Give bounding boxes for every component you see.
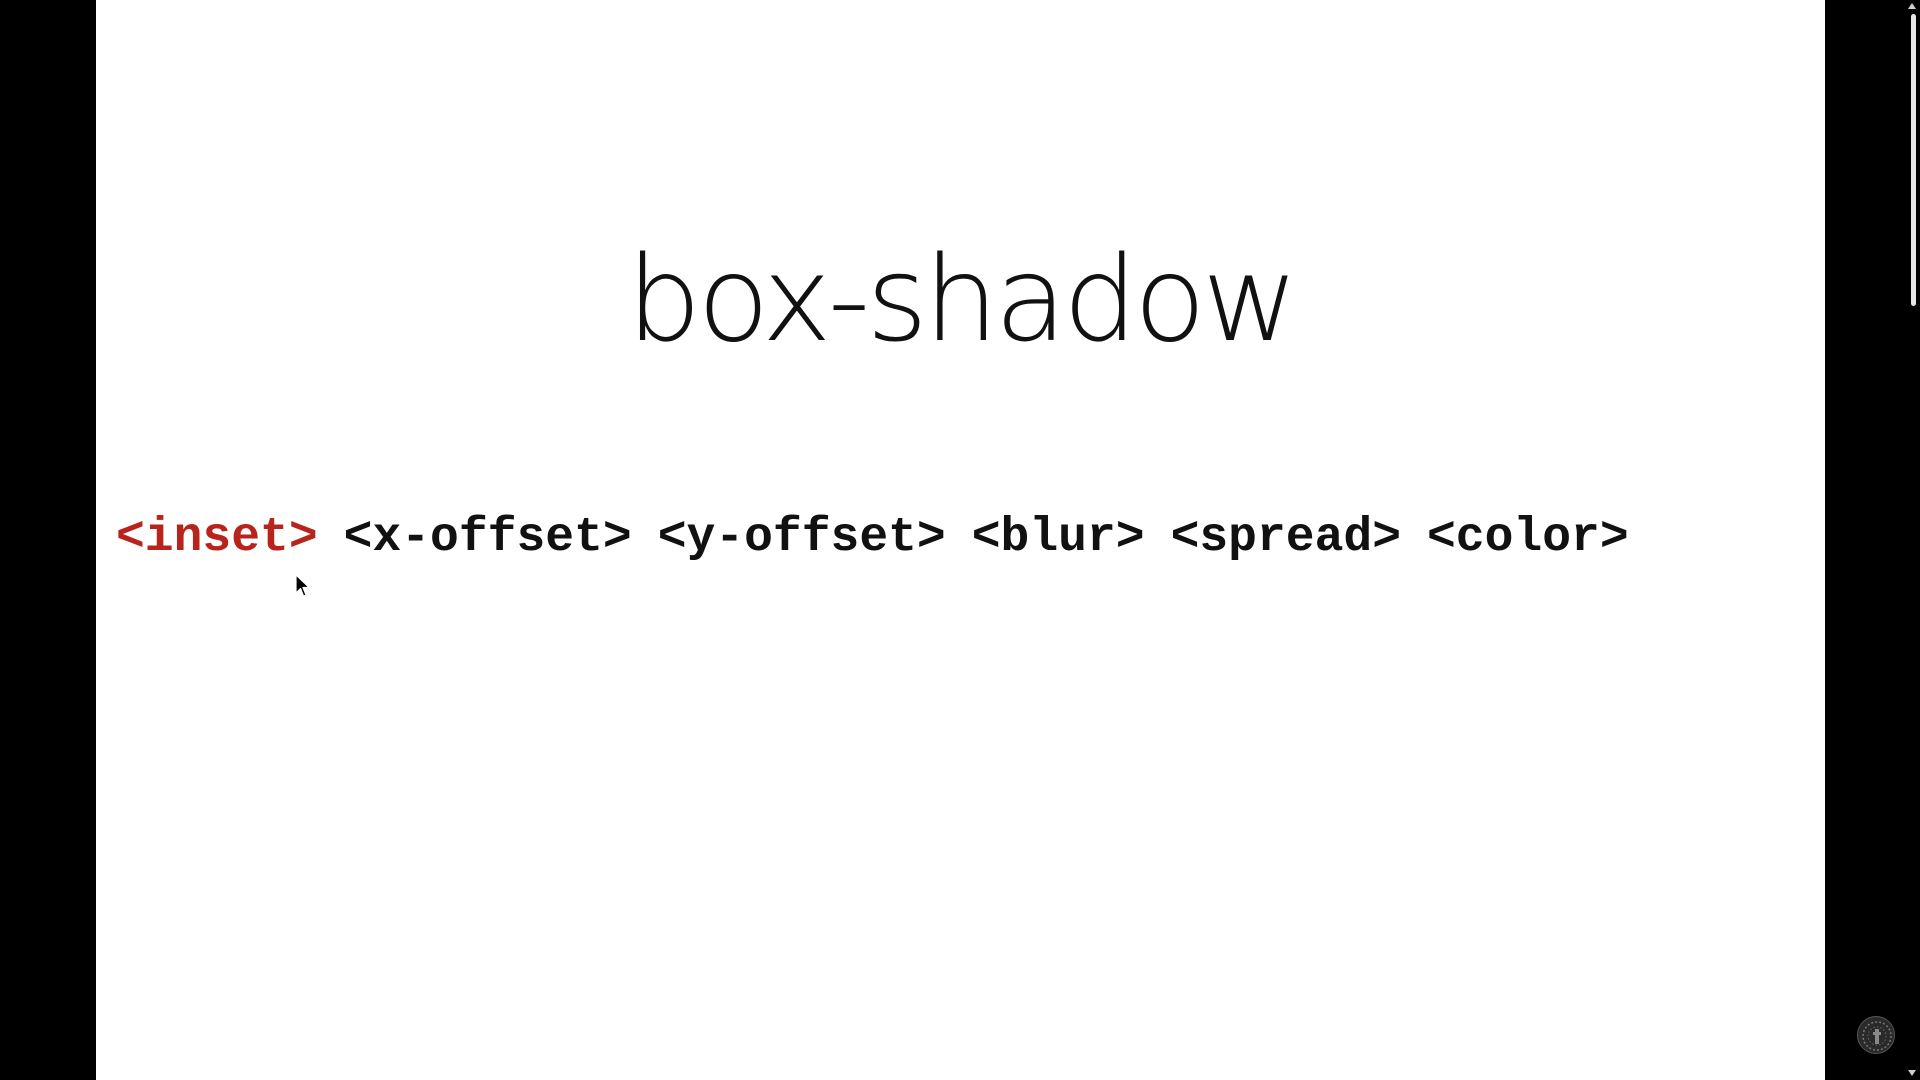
syntax-token-blur: <blur> bbox=[971, 511, 1145, 565]
syntax-token-inset: <inset> bbox=[116, 511, 318, 565]
syntax-line: <inset> <x-offset> <y-offset> <blur> <spread… bbox=[116, 514, 1816, 562]
scroll-up-arrow-icon[interactable] bbox=[1908, 3, 1916, 9]
slide-title: box-shadow bbox=[626, 230, 1298, 368]
scroll-down-arrow-icon[interactable] bbox=[1908, 1070, 1916, 1076]
channel-logo-icon bbox=[1857, 1016, 1895, 1054]
mouse-pointer-icon bbox=[295, 574, 310, 597]
letterbox-left bbox=[0, 0, 96, 1080]
syntax-token-y-offset: <y-offset> bbox=[657, 511, 946, 565]
syntax-token-spread: <spread> bbox=[1170, 511, 1401, 565]
presentation-slide: box-shadow <inset> <x-offset> <y-offset> <b… bbox=[96, 0, 1825, 1080]
syntax-token-x-offset: <x-offset> bbox=[343, 511, 632, 565]
syntax-token-color: <color> bbox=[1427, 511, 1629, 565]
scrollbar-thumb[interactable] bbox=[1911, 14, 1916, 306]
